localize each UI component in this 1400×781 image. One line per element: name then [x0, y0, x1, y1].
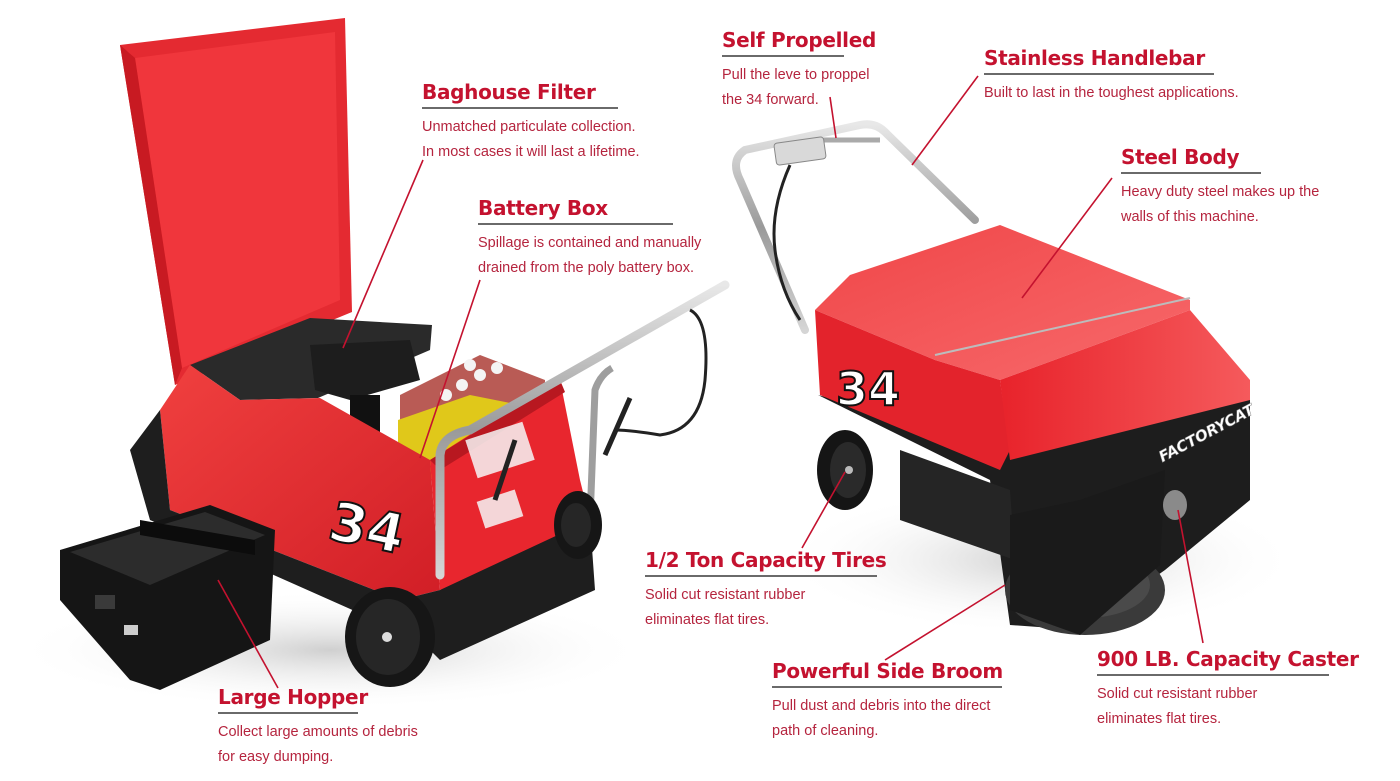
divider	[772, 686, 1002, 688]
callout-capacity-tires: 1/2 Ton Capacity Tires Solid cut resista…	[645, 548, 887, 633]
divider	[984, 73, 1214, 75]
callout-title: Stainless Handlebar	[984, 46, 1205, 70]
callout-desc: for easy dumping.	[218, 749, 334, 765]
callout-desc: Solid cut resistant rubber	[645, 587, 806, 603]
left-machine: 34	[10, 18, 730, 710]
divider	[1121, 172, 1261, 174]
callout-title: Steel Body	[1121, 145, 1240, 169]
control-panel	[773, 136, 827, 166]
number-decal-left: 34	[324, 489, 411, 566]
callout-title: Self Propelled	[722, 28, 877, 52]
callout-title: Large Hopper	[218, 685, 368, 709]
divider	[645, 575, 877, 577]
leader-caster	[1177, 509, 1204, 644]
left-rear-wheel	[345, 587, 435, 687]
callout-baghouse-filter: Baghouse Filter Unmatched particulate co…	[422, 80, 640, 165]
callout-battery-box: Battery Box Spillage is contained and ma…	[478, 196, 701, 281]
divider	[422, 107, 618, 109]
callout-desc: Pull the leve to proppel	[722, 67, 870, 83]
divider	[218, 712, 358, 714]
leader-tires	[801, 471, 846, 549]
callout-desc: eliminates flat tires.	[1097, 711, 1222, 727]
callout-side-broom: Powerful Side Broom Pull dust and debris…	[772, 659, 1003, 744]
divider	[722, 55, 844, 57]
callout-large-hopper: Large Hopper Collect large amounts of de…	[218, 685, 418, 770]
callout-steel-body: Steel Body Heavy duty steel makes up the…	[1121, 145, 1319, 230]
callout-capacity-caster: 900 LB. Capacity Caster Solid cut resist…	[1097, 647, 1359, 732]
right-rear-wheel	[817, 430, 873, 510]
callout-desc: Unmatched particulate collection.	[422, 119, 636, 135]
caster-wheel	[1163, 490, 1187, 520]
callout-stainless-handlebar: Stainless Handlebar Built to last in the…	[984, 46, 1239, 106]
callout-title: Baghouse Filter	[422, 80, 596, 104]
leader-handlebar	[911, 75, 979, 166]
callout-desc: Pull dust and debris into the direct	[772, 698, 991, 714]
leader-self-propelled	[829, 96, 837, 139]
callout-desc: eliminates flat tires.	[645, 612, 770, 628]
divider	[478, 223, 673, 225]
leader-baghouse	[342, 159, 424, 349]
leader-battery	[419, 279, 481, 459]
divider	[1097, 674, 1329, 676]
callout-title: 1/2 Ton Capacity Tires	[645, 548, 887, 572]
hopper-drawer	[60, 505, 275, 690]
callout-title: 900 LB. Capacity Caster	[1097, 647, 1359, 671]
leader-broom	[884, 584, 1006, 661]
callout-title: Powerful Side Broom	[772, 659, 1003, 683]
callout-desc: In most cases it will last a lifetime.	[422, 144, 640, 160]
leader-lines	[217, 75, 1204, 689]
callout-desc: the 34 forward.	[722, 92, 819, 108]
callout-desc: Solid cut resistant rubber	[1097, 686, 1258, 702]
left-front-wheel	[554, 491, 602, 559]
callout-desc: Heavy duty steel makes up the	[1121, 184, 1320, 200]
callout-desc: path of cleaning.	[772, 723, 879, 739]
callout-desc: Spillage is contained and manually	[478, 235, 702, 251]
number-decal-right: 34	[836, 362, 900, 416]
callout-desc: drained from the poly battery box.	[478, 260, 695, 276]
callout-desc: Built to last in the toughest applicatio…	[984, 85, 1239, 101]
leader-steel-body	[1021, 177, 1113, 299]
callout-desc: walls of this machine.	[1121, 209, 1259, 225]
open-lid	[120, 18, 352, 385]
callout-desc: Collect large amounts of debris	[218, 724, 418, 740]
leader-hopper	[217, 579, 279, 689]
callout-title: Battery Box	[478, 196, 608, 220]
right-machine: 34 FACTORYCAT	[732, 120, 1300, 635]
callout-self-propelled: Self Propelled Pull the leve to proppel …	[722, 28, 876, 113]
